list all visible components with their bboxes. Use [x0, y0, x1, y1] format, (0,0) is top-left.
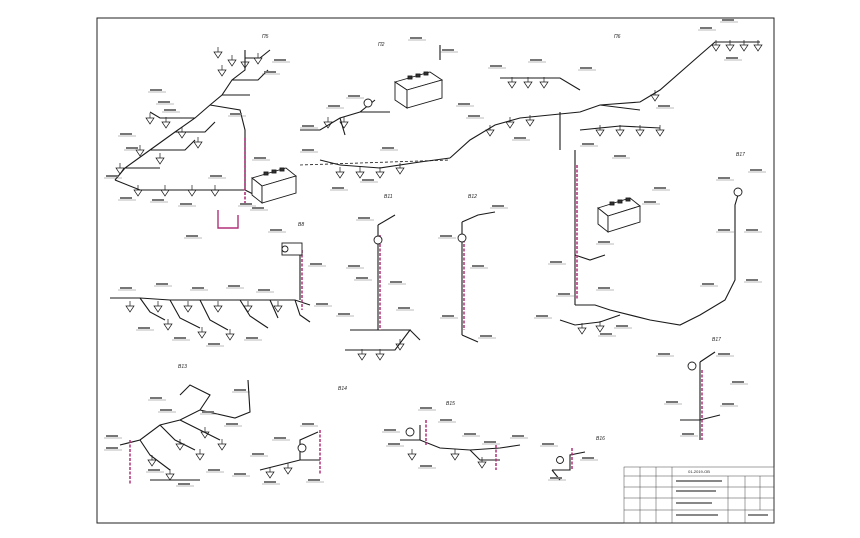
p2-tags	[299, 36, 459, 191]
system-p6	[449, 41, 760, 159]
system-label-p6: П6	[614, 34, 621, 40]
v15b-tags	[381, 406, 529, 469]
v11-fan	[373, 235, 383, 245]
v15b-fan	[405, 427, 415, 437]
v12-tags	[437, 204, 509, 339]
v13-ahu-unit	[597, 197, 641, 233]
sheet-frame	[96, 17, 775, 524]
p2-main-dashed	[299, 159, 451, 166]
system-label-v11: В11	[384, 194, 393, 200]
system-label-v8: В8	[298, 222, 304, 228]
p5-riser-lower	[217, 210, 239, 229]
system-label-v15: В15	[446, 401, 455, 407]
system-v15b	[400, 425, 521, 461]
system-v15	[119, 379, 251, 481]
system-p2	[300, 45, 451, 169]
system-v12	[461, 211, 496, 343]
system-label-v17: В17	[736, 152, 745, 158]
v13-fan	[733, 187, 743, 197]
system-label-v17b: В17	[712, 337, 721, 343]
system-v14	[259, 431, 320, 471]
p5-ahu-unit	[251, 167, 297, 204]
v17-fan	[687, 361, 697, 371]
v12-fan	[457, 233, 467, 243]
system-label-v13: В13	[178, 364, 187, 370]
v15b-diffusers	[407, 448, 487, 469]
system-label-v12: В12	[468, 194, 477, 200]
p6-diffusers	[485, 39, 763, 137]
system-v8	[110, 250, 311, 331]
system-label-p2: П2	[378, 42, 385, 48]
v8-fan-unit	[281, 242, 303, 256]
title-block	[623, 466, 775, 524]
system-label-p5: П5	[262, 34, 269, 40]
system-v11	[345, 214, 421, 351]
p6-tags	[455, 18, 743, 159]
v13-tags	[533, 168, 767, 337]
v16-tags	[539, 442, 599, 481]
system-label-v16: В16	[596, 436, 605, 442]
v14-fan	[297, 443, 307, 453]
title-block-code: 01-2019-ОВ	[688, 469, 710, 474]
p5-diffusers	[115, 46, 263, 197]
p2-ahu-unit	[363, 71, 444, 109]
p5-tags	[103, 58, 291, 239]
v16-fan	[556, 456, 564, 464]
system-label-v14: В14	[338, 386, 347, 392]
v14-tags	[249, 422, 325, 485]
system-v16	[551, 451, 586, 481]
system-v13	[559, 150, 739, 326]
v11-tags	[335, 216, 415, 317]
v15-tags	[103, 388, 251, 487]
system-v17	[680, 351, 721, 440]
